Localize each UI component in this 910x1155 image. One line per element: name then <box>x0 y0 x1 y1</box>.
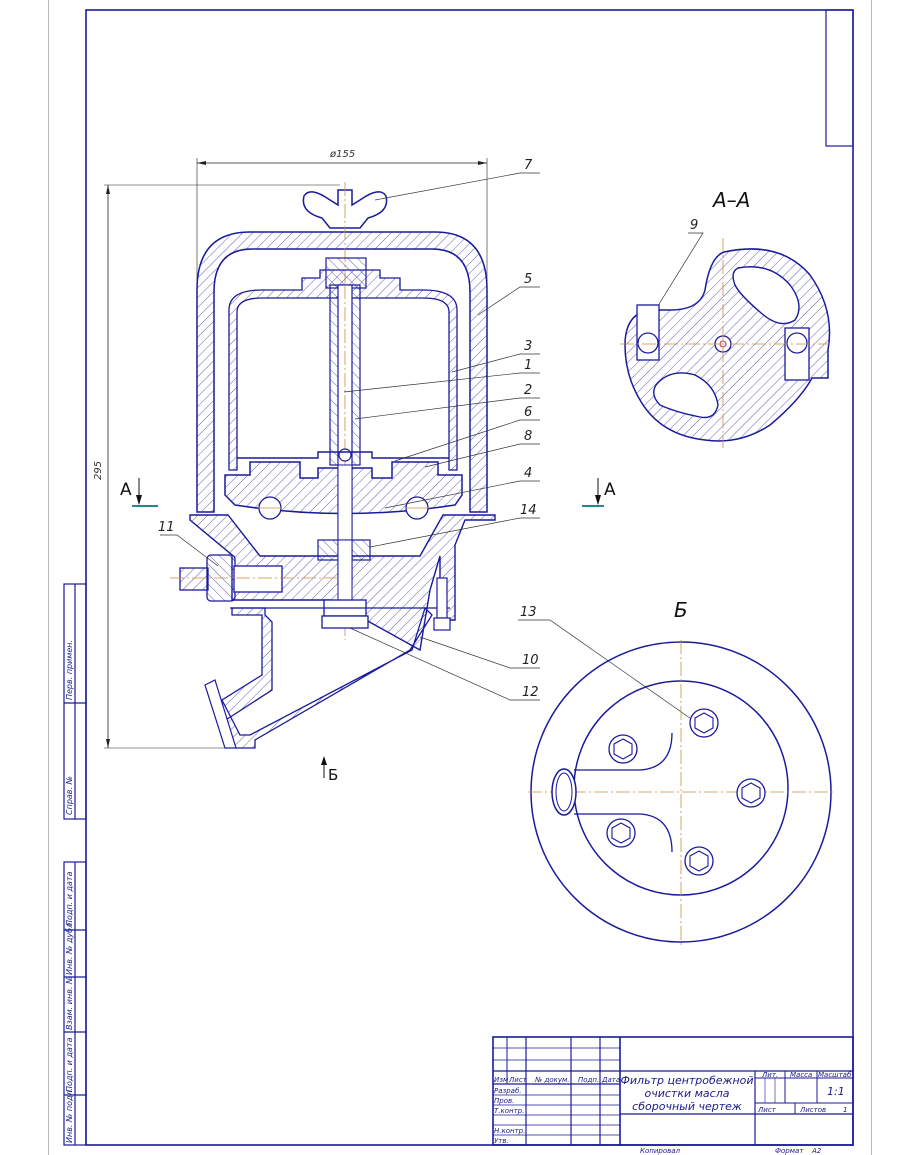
part-label-12: 12 <box>522 685 539 700</box>
drawing-frame <box>85 9 854 1146</box>
tb-sheets-value: 1 <box>843 1106 847 1114</box>
tb-col-sign: Подп. <box>578 1076 599 1084</box>
tb-col-doc: № докум. <box>534 1076 570 1084</box>
side-stamp-cell: Взам. инв. № <box>65 976 74 1030</box>
section-mark-left: А <box>120 478 158 507</box>
sheet-edge <box>48 0 872 1155</box>
side-stamp-cell: Перв. примен. <box>65 640 74 700</box>
title-line-2: очистки масла <box>645 1087 730 1100</box>
part-label-13: 13 <box>520 605 537 620</box>
tb-row-razrab: Разраб. <box>494 1087 522 1095</box>
part-label-7: 7 <box>524 158 533 173</box>
view-arrow-b: Б <box>321 756 338 784</box>
section-mark-right: А <box>582 478 616 507</box>
tb-format-label: Формат <box>775 1147 804 1155</box>
part-label-4: 4 <box>524 466 532 481</box>
title-line-1: Фильтр центробежной <box>620 1074 753 1087</box>
part-label-3: 3 <box>524 339 532 354</box>
section-aa-title: А–А <box>711 188 750 212</box>
diameter-dimension: ø155 <box>329 149 355 160</box>
tb-lit-label: Лит. <box>761 1071 778 1079</box>
tb-copied-label: Копировал <box>640 1147 681 1155</box>
part-label-10: 10 <box>522 653 539 668</box>
side-stamp <box>63 583 87 1146</box>
part-label-9: 9 <box>690 218 698 233</box>
view-arrow-label: Б <box>328 766 338 784</box>
top-right-stamp <box>825 9 854 147</box>
part-label-6: 6 <box>524 405 532 420</box>
tb-col-list: Лист <box>508 1076 528 1084</box>
section-label-right: А <box>604 480 616 500</box>
tb-row-prov: Пров. <box>494 1097 514 1105</box>
part-label-5: 5 <box>524 272 532 287</box>
tb-col-izm: Изм <box>494 1076 509 1084</box>
view-b: Б <box>528 598 835 945</box>
main-section-view: ø155 295 <box>93 149 496 749</box>
part-label-14: 14 <box>520 503 537 518</box>
part-label-8: 8 <box>524 429 532 444</box>
tb-scale-label: Масштаб <box>818 1071 852 1079</box>
tb-row-nkontr: Н.контр. <box>494 1127 525 1135</box>
title-line-3: сборочный чертеж <box>632 1100 742 1113</box>
tb-row-utv: Утв. <box>494 1137 509 1145</box>
side-stamp-cell: Инв. № дубл. <box>65 920 74 975</box>
part-label-11: 11 <box>158 520 175 535</box>
side-stamp-cell: Подп. и дата <box>65 871 74 926</box>
tb-mass-label: Масса <box>790 1071 812 1079</box>
section-aa-view: А–А <box>620 188 831 448</box>
side-stamp-cell: Инв. № подл. <box>65 1088 74 1143</box>
height-dimension: 295 <box>93 461 104 480</box>
tb-scale-value: 1:1 <box>827 1085 845 1098</box>
part-label-1: 1 <box>524 358 532 373</box>
tb-col-date: Дата <box>601 1076 620 1084</box>
tb-format-value: А2 <box>811 1147 822 1155</box>
side-stamp-cell: Подп. и дата <box>65 1037 74 1092</box>
leader-lines <box>160 172 704 724</box>
tb-sheets-label: Листов <box>799 1106 826 1114</box>
tb-row-tkontr: Т.контр. <box>494 1107 524 1115</box>
section-label-left: А <box>120 480 132 500</box>
part-label-2: 2 <box>524 383 532 398</box>
tb-sheet-label: Лист <box>757 1106 777 1114</box>
view-b-title: Б <box>674 598 688 622</box>
side-stamp-cell: Справ. № <box>65 776 74 815</box>
title-block <box>492 1036 854 1146</box>
